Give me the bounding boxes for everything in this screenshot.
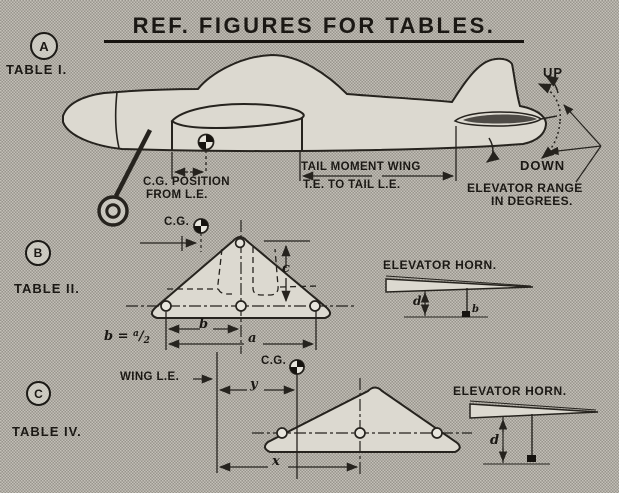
datum-circle-outer [97,195,129,227]
wing-fixing-holes-part [234,237,246,249]
elevator-horn-c [469,400,599,465]
tail-moment-label-line2: T.E. TO TAIL L.E. [303,179,401,191]
figure-b-badge-letter: B [33,246,43,260]
hidden-structure-dashes-part [279,285,319,288]
wing-fixing-holes-part [354,427,366,439]
horn-b-dim-b-label: b [472,304,479,315]
elevator-horn-b-label: ELEVATOR HORN. [383,258,497,272]
dim-y-label: y [250,377,258,392]
hidden-structure-dashes-part [252,247,279,296]
dim-b-label: b [199,317,209,332]
tail-moment-label-line1: TAIL MOMENT WING [301,161,421,173]
table-1-label: TABLE I. [6,62,68,77]
horn-b-dim-d-label: d [413,294,422,308]
wing-outline [264,386,461,453]
figure-b-badge: B [25,240,51,266]
delta-wing-b [126,220,354,354]
aircraft-cg-symbol [197,133,215,151]
horn-wedge [469,403,599,419]
cg-label-b: C.G. [164,216,190,228]
formula-numerator: a [133,329,139,339]
hidden-structure-dashes-part [217,248,232,295]
range-leader-stem [575,145,602,183]
half-span-formula: b = a/2 [104,329,150,346]
dimensions-c [193,352,359,479]
datum-circle-inner [105,203,121,219]
formula-slash: / [138,329,144,344]
horn-foot [527,455,536,462]
cg-symbol-c-part [297,360,304,367]
horn-wedge-upper-line [469,400,597,411]
figure-c-badge: C [26,381,51,406]
figure-a-badge-letter: A [39,38,49,54]
elevator-horn-b [385,275,534,318]
elevator-range-arc [485,75,602,183]
cg-position-label-line1: C.G. POSITION [143,176,230,188]
page-title: REF. FIGURES FOR TABLES. [104,14,524,44]
dim-a-label: a [248,331,257,346]
horn-foot [462,311,470,317]
cg-label-c: C.G. [261,355,287,367]
cg-position-dimension [171,150,207,179]
cg-position-label-line2: FROM L.E. [146,189,208,201]
wing-fixing-holes [160,237,321,312]
cg-symbol-c-part [290,367,297,374]
aircraft-side-view [62,53,558,153]
horn-wedge [385,278,534,293]
wing-fixing-holes [276,427,443,439]
up-deflection-arrow [544,75,559,94]
dim-x-label: x [272,454,280,469]
thick-leader-line [113,128,153,198]
nose-panel-line [114,91,120,149]
formula-denominator: 2 [143,336,150,346]
wing-fixing-holes-part [431,427,443,439]
cg-symbol-b [193,218,209,252]
wing-le-label: WING L.E. [120,371,180,383]
elevator-range-label-line1: ELEVATOR RANGE [467,181,583,195]
horn-wedge-upper-line [385,275,532,287]
figure-c-badge-letter: C [34,386,43,401]
cg-leader-and-datum-circle [97,128,153,227]
wing-fixing-holes-part [235,300,247,312]
wing-fixing-holes-part [276,427,288,439]
fuselage-outline [62,53,548,153]
range-leader-up [563,104,602,147]
dim-c-label: c [282,261,290,276]
elevator-core-shade [463,114,537,124]
dimensions-b [140,236,317,350]
elevator-range-arc-part [537,83,561,122]
cg-symbol-b-part [194,226,201,233]
aircraft-cg-symbol-part [198,142,206,150]
wing-fixing-holes-part [309,300,321,312]
formula-lhs: b = [104,329,134,344]
down-label: DOWN [520,158,566,173]
down-deflection-arrow [485,137,500,163]
delta-wing-c [252,378,472,475]
cg-symbol-b-part [201,219,208,226]
elevator-range-label-line2: IN DEGREES. [491,194,573,208]
horn-c-dim-d-label: d [490,433,500,448]
aircraft-cg-symbol-part [206,134,214,142]
up-label: UP [543,65,564,80]
range-leader-down [547,145,602,156]
wing-fixing-holes-part [160,300,172,312]
wing-airfoil-top [170,102,305,130]
elevator-tip-line [540,115,558,120]
tail-moment-dimension [299,126,457,181]
elevator-horn-c-label: ELEVATOR HORN. [453,384,567,398]
cg-symbol-c [289,359,305,375]
figure-a-badge: A [30,32,58,60]
hidden-structure-dashes [167,247,319,296]
table-4-label: TABLE IV. [12,424,82,439]
table-2-label: TABLE II. [14,281,80,296]
